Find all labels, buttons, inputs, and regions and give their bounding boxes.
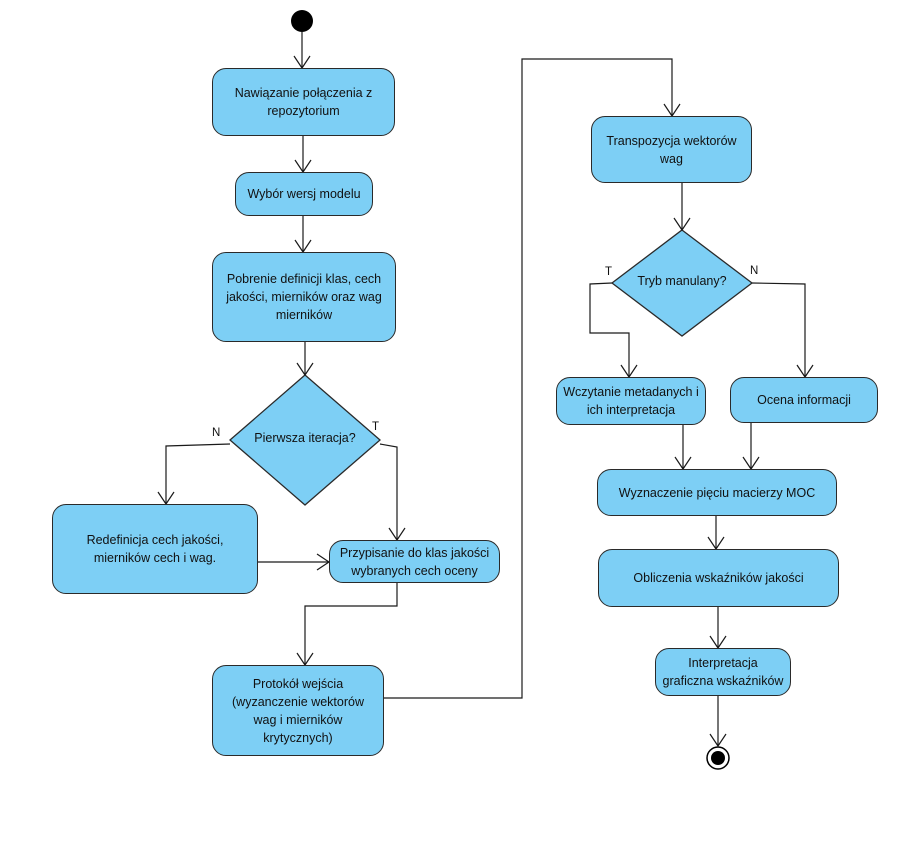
node-assign: Przypisanie do klas jakości wybranych ce… [329, 540, 500, 583]
node-fetch-label: Pobrenie definicji klas, cech jakości, m… [226, 272, 382, 322]
node-interpret-label: Interpretacja graficzna wskaźników [662, 656, 784, 688]
node-version: Wybór wersj modelu [235, 172, 373, 216]
decision2-yes-label: T [605, 266, 613, 278]
decision2-label: Tryb manulany? [637, 274, 727, 288]
node-redefine: Redefinicja cech jakości, mierników cech… [52, 504, 258, 594]
node-protocol-label: Protokół wejścia (wyzanczenie wektorów w… [232, 676, 364, 745]
start-node [291, 10, 313, 32]
node-compute: Obliczenia wskaźników jakości [598, 549, 839, 607]
decision2-no-label: N [750, 265, 759, 277]
node-compute-label: Obliczenia wskaźników jakości [633, 571, 804, 585]
node-fetch: Pobrenie definicji klas, cech jakości, m… [212, 252, 396, 342]
node-transpose-label: Transpozycja wektorów wag [606, 133, 737, 166]
decision-diamond-2 [610, 229, 754, 337]
decision1-label: Pierwsza iteracja? [254, 431, 356, 445]
node-interpret: Interpretacja graficzna wskaźników [655, 648, 791, 696]
node-assess-label: Ocena informacji [757, 393, 851, 407]
decision1-no-label: N [212, 427, 221, 439]
node-protocol: Protokół wejścia (wyzanczenie wektorów w… [212, 665, 384, 756]
node-version-label: Wybór wersj modelu [247, 187, 361, 201]
decision1-yes-label: T [372, 421, 380, 433]
node-redefine-label: Redefinicja cech jakości, mierników cech… [86, 533, 224, 565]
decision-diamond-1 [229, 374, 381, 506]
end-node [711, 751, 725, 765]
node-moc: Wyznaczenie pięciu macierzy MOC [597, 469, 837, 516]
node-transpose: Transpozycja wektorów wag [591, 116, 752, 183]
node-metadata: Wczytanie metadanych i ich interpretacja [556, 377, 706, 425]
node-moc-label: Wyznaczenie pięciu macierzy MOC [618, 485, 816, 500]
node-assess: Ocena informacji [730, 377, 878, 423]
node-assign-label: Przypisanie do klas jakości wybranych ce… [339, 545, 490, 578]
node-connect-label: Nawiązanie połączenia z repozytorium [234, 86, 373, 118]
node-metadata-label: Wczytanie metadanych i ich interpretacja [563, 385, 699, 417]
node-connect: Nawiązanie połączenia z repozytorium [212, 68, 395, 136]
